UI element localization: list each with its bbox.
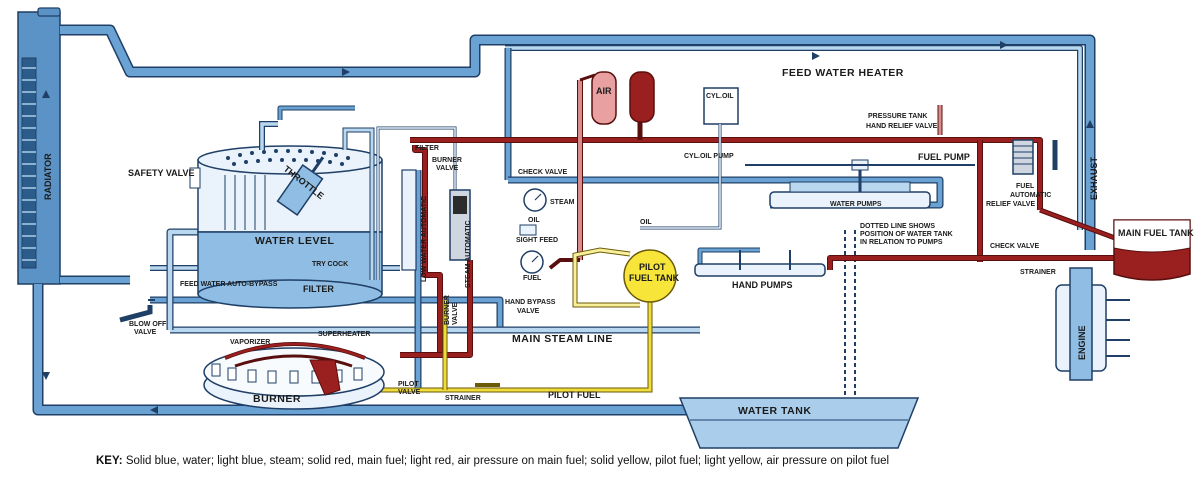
check-valve-right-label: CHECK VALVE <box>990 243 1039 250</box>
filter-top-label: FILTER <box>415 145 439 152</box>
water-tank-label: WATER TANK <box>738 405 811 417</box>
fuel-auto-relief-valve <box>1012 139 1034 175</box>
fuel-relief-label-2: AUTOMATIC <box>1010 192 1051 199</box>
steam-automatic <box>401 169 471 271</box>
hand-pumps <box>694 250 826 277</box>
water-tank: WATER TANK <box>678 397 920 449</box>
steam-automatic-label: STEAM AUTOMATIC <box>465 220 472 288</box>
gauges <box>519 188 547 274</box>
boiler-steam-pipes <box>259 121 457 280</box>
burner-valve-bottom-label-1: BURNER <box>444 295 451 325</box>
dotted-line-label-1: DOTTED LINE SHOWS <box>860 223 935 230</box>
color-key: KEY: Solid blue, water; light blue, stea… <box>96 455 1156 467</box>
pressure-tank-label-1: PRESSURE TANK <box>868 113 927 120</box>
pilot-valve-label-2: VALVE <box>398 389 421 396</box>
fuel-pump-label: FUEL PUMP <box>918 152 970 162</box>
oil-small-label: OIL <box>528 217 540 224</box>
steam-gauge-label: STEAM <box>550 199 575 206</box>
boiler: SAFETY VALVE THROTTLE WATER LEVEL <box>128 145 383 309</box>
main-fuel-tank: MAIN FUEL TANK <box>1113 219 1194 281</box>
pilot-fuel-lines <box>340 247 653 393</box>
fuel-relief-label-1: FUEL <box>1016 183 1035 190</box>
low-water-automatic-label: LOW WATER AUTOMATIC <box>421 196 428 282</box>
pilot-valve-label-1: PILOT <box>398 381 419 388</box>
water-level-label: WATER LEVEL <box>255 235 334 247</box>
try-cock-label: TRY COCK <box>312 261 348 268</box>
vaporizer-label: VAPORIZER <box>230 339 270 346</box>
pilot-fuel-tank: PILOT FUEL TANK <box>623 249 680 303</box>
hand-bypass-label-1: HAND BYPASS <box>505 299 556 306</box>
dotted-line-label-3: IN RELATION TO PUMPS <box>860 239 943 246</box>
burner-valve-top-label-1: BURNER <box>432 157 462 164</box>
burner-valve-bottom-label-2: VALVE <box>452 302 459 325</box>
flow-arrows <box>42 41 1094 414</box>
engine: ENGINE <box>1055 267 1130 381</box>
hand-pumps-label: HAND PUMPS <box>732 280 793 290</box>
cyl-oil-pump-label: CYL.OIL PUMP <box>684 153 734 160</box>
burner-label: BURNER <box>253 393 301 405</box>
key-text: Solid blue, water; light blue, steam; so… <box>125 455 890 467</box>
water-lines <box>32 24 1096 416</box>
radiator: RADIATOR <box>17 7 61 285</box>
air-label: AIR <box>596 86 612 96</box>
safety-valve-label: SAFETY VALVE <box>128 168 195 178</box>
pilot-fuel-label: PILOT FUEL <box>548 390 601 400</box>
blow-off-valve <box>119 299 155 323</box>
check-valve-top-label: CHECK VALVE <box>518 169 567 176</box>
key-heading: KEY: <box>96 455 123 467</box>
main-fuel-lines <box>400 73 1116 358</box>
main-fuel-tank-label: MAIN FUEL TANK <box>1118 228 1194 238</box>
burner-assembly: BURNER <box>203 342 385 410</box>
filter-left-label: FILTER <box>303 284 334 294</box>
strainer-bottom-label: STRAINER <box>445 395 481 402</box>
superheater-label: SUPERHEATER <box>318 331 370 338</box>
feed-water-auto-bypass-label: FEED WATER AUTO-BYPASS <box>180 281 278 288</box>
oil-label: OIL <box>640 219 652 226</box>
pressure-tank-label-2: HAND RELIEF VALVE <box>866 123 938 130</box>
engine-label: ENGINE <box>1077 325 1087 360</box>
water-pumps-label: WATER PUMPS <box>830 201 882 208</box>
water-pumps: WATER PUMPS <box>745 159 975 209</box>
fuel-relief-label-3: RELIEF VALVE <box>986 201 1035 208</box>
main-steam-line-label: MAIN STEAM LINE <box>512 333 613 345</box>
cyl-oil-tank: CYL.OIL <box>640 87 739 230</box>
blow-off-label-1: BLOW OFF <box>129 321 167 328</box>
fuel-gauge-label: FUEL <box>523 275 542 282</box>
dotted-line-label-2: POSITION OF WATER TANK <box>860 231 953 238</box>
sight-feed-label: SIGHT FEED <box>516 237 558 244</box>
radiator-label: RADIATOR <box>43 153 53 200</box>
exhaust-label: EXHAUST <box>1089 156 1099 200</box>
blow-off-label-2: VALVE <box>134 329 157 336</box>
air-tanks: AIR <box>591 71 655 125</box>
cyl-oil-label: CYL.OIL <box>706 93 734 100</box>
feed-water-heater-label: FEED WATER HEATER <box>782 67 904 79</box>
strainer-right-label: STRAINER <box>1020 269 1056 276</box>
hand-bypass-label-2: VALVE <box>517 308 540 315</box>
burner-valve-top-label-2: VALVE <box>436 165 459 172</box>
pilot-fuel-tank-label-1: PILOT <box>639 262 666 272</box>
pilot-fuel-tank-label-2: FUEL TANK <box>629 273 680 283</box>
